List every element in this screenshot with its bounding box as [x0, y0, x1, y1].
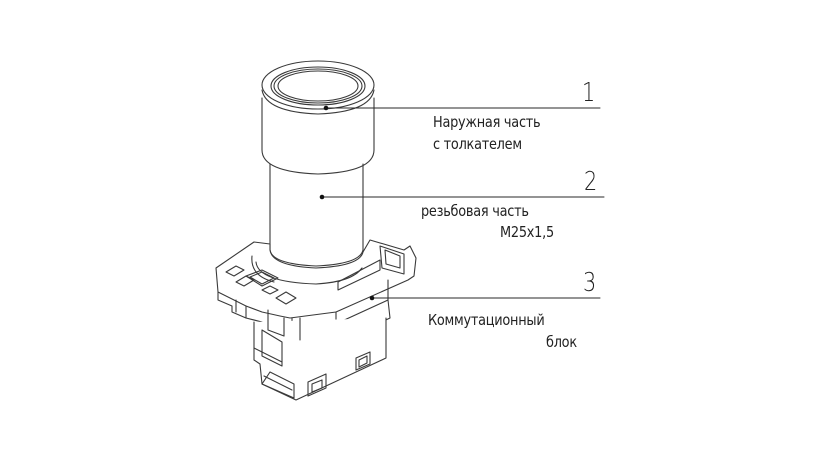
- callout-number-2: 2: [584, 167, 598, 197]
- callout-label-1-line1: Наружная часть: [433, 113, 541, 131]
- callout-label-2-line1: резьбовая часть: [421, 202, 529, 220]
- callout-label-1-line2: с толкателем: [433, 135, 522, 153]
- outer-cap-part: [261, 60, 375, 175]
- switching-block-part: [215, 239, 417, 401]
- anchor-dot-2: [319, 194, 325, 200]
- threaded-part: [269, 163, 364, 267]
- callout-number-1: 1: [582, 78, 596, 108]
- callout-number-3: 3: [583, 268, 597, 298]
- callout-label-3-line2: блок: [546, 333, 577, 351]
- anchor-dot-3: [369, 295, 375, 301]
- callout-label-2-line2: М25х1,5: [500, 223, 554, 241]
- anchor-dot-1: [323, 105, 329, 111]
- leader-lines: [319, 105, 605, 301]
- callout-label-3-line1: Коммутационный: [428, 311, 545, 329]
